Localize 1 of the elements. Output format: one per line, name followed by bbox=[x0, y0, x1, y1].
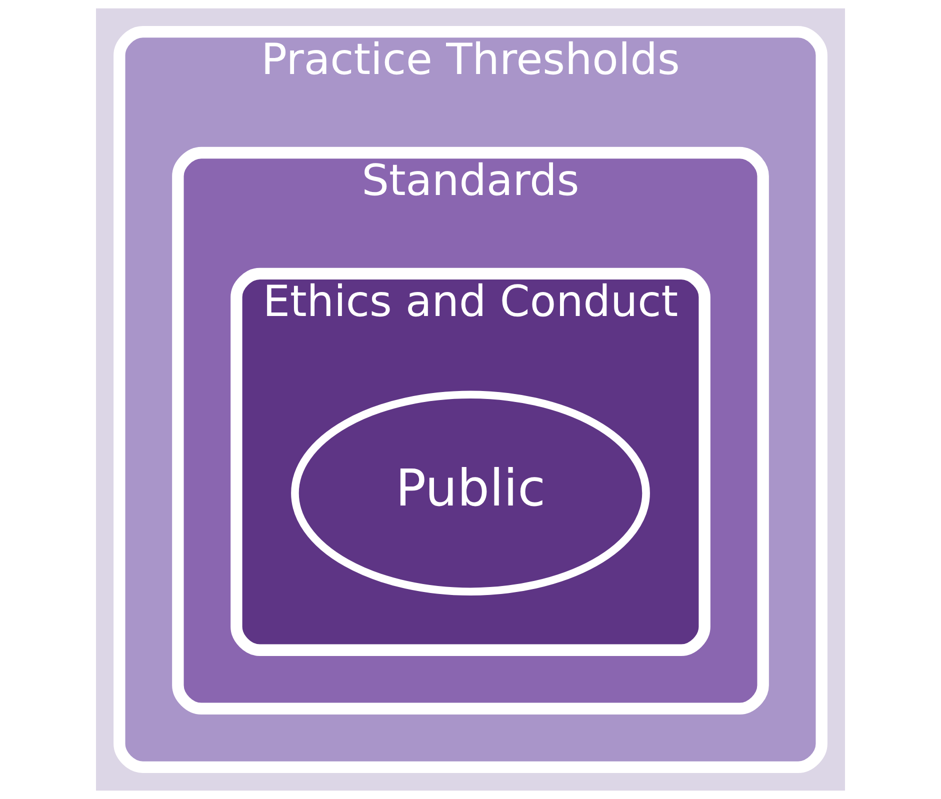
node-ellipse: Public bbox=[291, 390, 650, 596]
